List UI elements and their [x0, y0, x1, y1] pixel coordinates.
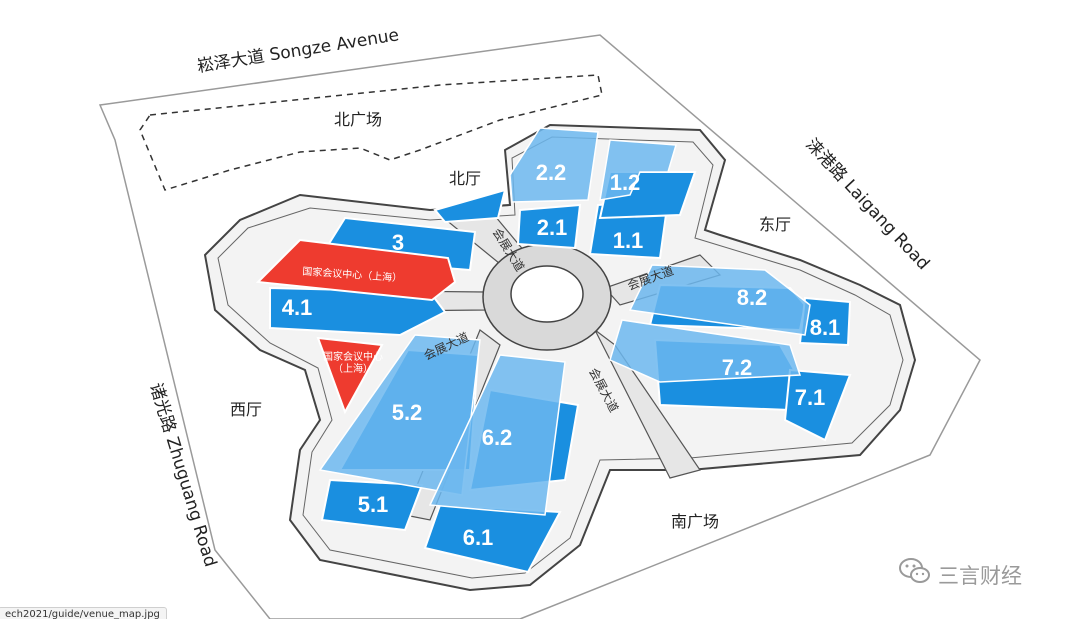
- hall-label-6-1: 6.1: [463, 525, 494, 550]
- hall-7-1[interactable]: [783, 368, 852, 442]
- site-boundary: [98, 34, 981, 619]
- north-hall-block[interactable]: [433, 188, 507, 224]
- ncc-small-building[interactable]: [316, 336, 384, 415]
- hall-label-2-2: 2.2: [536, 160, 567, 185]
- songze-avenue-label: 崧泽大道 Songze Avenue: [196, 25, 401, 77]
- hall-label-7-1: 7.1: [795, 385, 826, 410]
- wechat-icon: [898, 556, 932, 591]
- hall-6-2[interactable]: [428, 354, 566, 516]
- north-plaza-label: 北广场: [334, 110, 382, 129]
- url-status-chip: ech2021/guide/venue_map.jpg: [0, 607, 167, 619]
- hall-2-2[interactable]: [509, 127, 599, 203]
- hall-label-5-1: 5.1: [358, 492, 389, 517]
- watermark-text: 三言财经: [938, 564, 1022, 588]
- hall-label-4-1: 4.1: [282, 295, 313, 320]
- hall-5-1[interactable]: [320, 478, 424, 532]
- hall-8-2[interactable]: [628, 264, 811, 336]
- zhuguang-road-label: 诸光路 Zhuguang Road: [145, 381, 220, 570]
- hall-label-2-1: 2.1: [537, 215, 568, 240]
- west-hall-label: 西厅: [230, 400, 262, 419]
- central-ring-inner: [510, 265, 584, 323]
- hall-label-8-2: 8.2: [737, 285, 768, 310]
- hall-label-1-1: 1.1: [613, 228, 644, 253]
- east-hall-label: 东厅: [759, 215, 791, 234]
- hall-1-2[interactable]: [599, 139, 677, 201]
- south-plaza-label: 南广场: [671, 512, 719, 531]
- hall-2-1[interactable]: [516, 203, 582, 250]
- hall-label-1-2: 1.2: [610, 170, 641, 195]
- ncc-small-label-line2: （上海）: [333, 362, 373, 375]
- laigang-road-label: 涞港路 Laigang Road: [801, 135, 933, 274]
- hall-label-7-2: 7.2: [722, 355, 753, 380]
- hall-7-2[interactable]: [609, 319, 802, 383]
- hall-label-3: 3: [392, 230, 404, 255]
- hall-label-6-2: 6.2: [482, 425, 513, 450]
- ncc-small-label-line1: 国家会议中心: [323, 350, 383, 363]
- hall-label-5-2: 5.2: [392, 400, 423, 425]
- ncc-main-building[interactable]: [255, 238, 457, 302]
- hall-label-8-1: 8.1: [810, 315, 841, 340]
- north-hall-label: 北厅: [449, 169, 481, 188]
- north-plaza-area: [139, 74, 603, 191]
